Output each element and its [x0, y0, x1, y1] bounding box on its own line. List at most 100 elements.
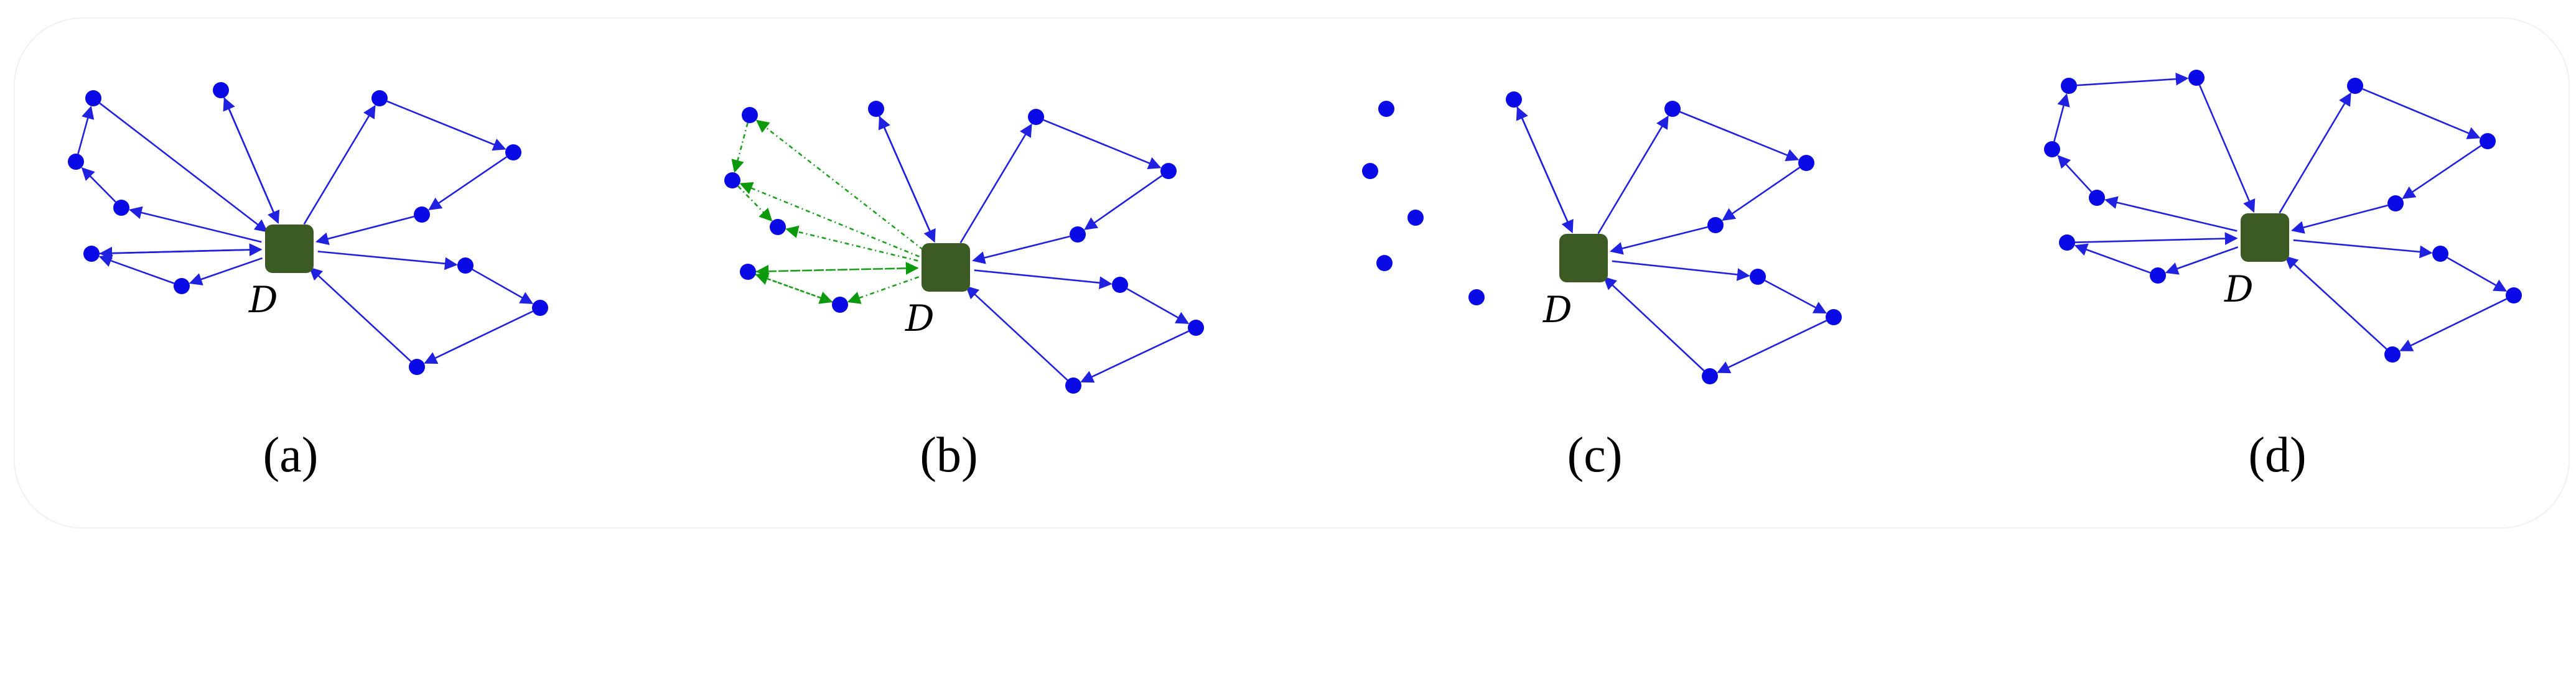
- panel-c-edge: [1597, 115, 1669, 234]
- panel-a-edge: [472, 269, 534, 304]
- panel-a-node: [113, 200, 129, 216]
- panel-d: D (d): [2044, 70, 2522, 483]
- panel-b-node: [1065, 377, 1081, 394]
- panel-a-node: [457, 257, 474, 274]
- panel-a-edge: [81, 167, 116, 203]
- panel-c-edge: [1603, 276, 1705, 372]
- panel-c-edge: [1610, 226, 1708, 255]
- panel-c-edge: [1679, 111, 1799, 162]
- panel-d-node: [2480, 133, 2496, 149]
- panel-d-edge: [2165, 246, 2239, 275]
- panel-b-node: [1160, 163, 1177, 179]
- panel-a-edge: [189, 257, 263, 285]
- panel-d-node: [2506, 287, 2522, 303]
- panel-b-nodes: [724, 101, 1204, 394]
- panel-a-node: [174, 278, 190, 294]
- panel-c-hub-label: D: [1542, 289, 1572, 331]
- panel-d-edge: [2074, 232, 2238, 246]
- panel-a-nodes: [68, 82, 548, 375]
- panel-d-edge: [2053, 93, 2070, 142]
- panel-c-edge: [1764, 279, 1827, 314]
- panel-b-node: [832, 297, 848, 313]
- panel-b-edge: [1080, 330, 1189, 383]
- panel-b-node: [740, 264, 756, 280]
- panel-b-edge: [1126, 288, 1190, 324]
- panel-a-edge: [386, 100, 506, 151]
- panel-d-edge: [2293, 239, 2433, 259]
- panel-b-edge: [755, 262, 919, 275]
- panel-a-node: [85, 90, 101, 106]
- panel-d-node: [2188, 70, 2205, 86]
- panel-c-node: [1798, 155, 1814, 171]
- panel-c-edge: [1516, 106, 1574, 234]
- panel-b-edge: [731, 123, 749, 174]
- panel-a-edge: [99, 243, 263, 257]
- panel-c-edge: [1717, 320, 1827, 374]
- panel-c-node: [1826, 309, 1842, 325]
- panel-c-node: [1702, 368, 1718, 384]
- panel-c-node: [1506, 91, 1522, 108]
- panel-d-edge: [2198, 85, 2256, 213]
- panel-a-hub-label: D: [248, 279, 278, 321]
- panel-b: D (b): [724, 101, 1204, 483]
- panel-a-edge: [98, 254, 175, 284]
- panel-b-node: [868, 101, 884, 117]
- panel-d-edge: [2074, 243, 2151, 274]
- panel-c-edge: [1722, 167, 1801, 221]
- panel-d-node: [2061, 78, 2077, 94]
- panel-a-node: [213, 82, 229, 98]
- panel-b-edge: [785, 225, 918, 262]
- panel-d-edge: [2447, 257, 2508, 292]
- panel-c-caption: (c): [1567, 428, 1623, 483]
- panel-b-edge: [959, 123, 1032, 244]
- panel-a-hub-node: [265, 225, 314, 273]
- panel-a-edge: [77, 105, 95, 154]
- panel-d-edge: [2362, 88, 2481, 139]
- panel-a-caption: (a): [263, 428, 319, 483]
- panel-a-node: [532, 300, 548, 316]
- panel-c-node: [1378, 101, 1394, 117]
- panel-b-caption: (b): [920, 428, 978, 483]
- panel-b-edge: [879, 116, 936, 243]
- panel-d-node: [2432, 246, 2448, 262]
- panel-d-edge: [2290, 205, 2388, 234]
- panel-a-edge: [129, 206, 262, 243]
- panel-d-node: [2059, 234, 2075, 251]
- panel-a-edge: [424, 310, 533, 364]
- panel-d-edge: [2402, 145, 2481, 200]
- panel-d-edge: [2057, 155, 2093, 193]
- panel-a-edge: [99, 102, 268, 233]
- panel-a-node: [505, 144, 521, 160]
- panel-d-node: [2044, 141, 2060, 157]
- panel-b-edge: [847, 276, 920, 304]
- panel-c-node: [1750, 269, 1766, 285]
- panel-c-edges: [1516, 106, 1827, 374]
- panel-d-node: [2089, 190, 2105, 206]
- panel-d-hub-node: [2241, 213, 2289, 262]
- panel-c-node: [1407, 210, 1424, 226]
- panel-d-edge: [2399, 298, 2507, 351]
- panel-a-node: [68, 154, 84, 170]
- panel-b-node: [1112, 277, 1128, 293]
- panel-b-edge: [1084, 175, 1163, 230]
- panel-b-node: [1028, 109, 1044, 125]
- panel-d-edges: [2053, 72, 2508, 351]
- panel-b-edge: [739, 182, 920, 257]
- panel-b-node: [1070, 226, 1086, 243]
- panel-a: D (a): [68, 82, 548, 483]
- panel-b-node: [724, 172, 740, 188]
- panel-a-node: [83, 246, 100, 262]
- panel-b-node: [770, 219, 786, 235]
- panel-b-hub-node: [922, 243, 970, 292]
- panel-d-node: [2347, 78, 2363, 94]
- panel-d-edge: [2284, 256, 2387, 350]
- panel-b-edge: [974, 269, 1113, 290]
- panel-c-node: [1664, 101, 1681, 117]
- panel-c-node: [1376, 255, 1393, 271]
- panel-d-nodes: [2044, 70, 2522, 363]
- panel-a-edge: [309, 267, 412, 363]
- figure-frame: [14, 17, 2570, 529]
- panel-d-edge: [2104, 196, 2238, 232]
- panel-a-node: [409, 359, 425, 375]
